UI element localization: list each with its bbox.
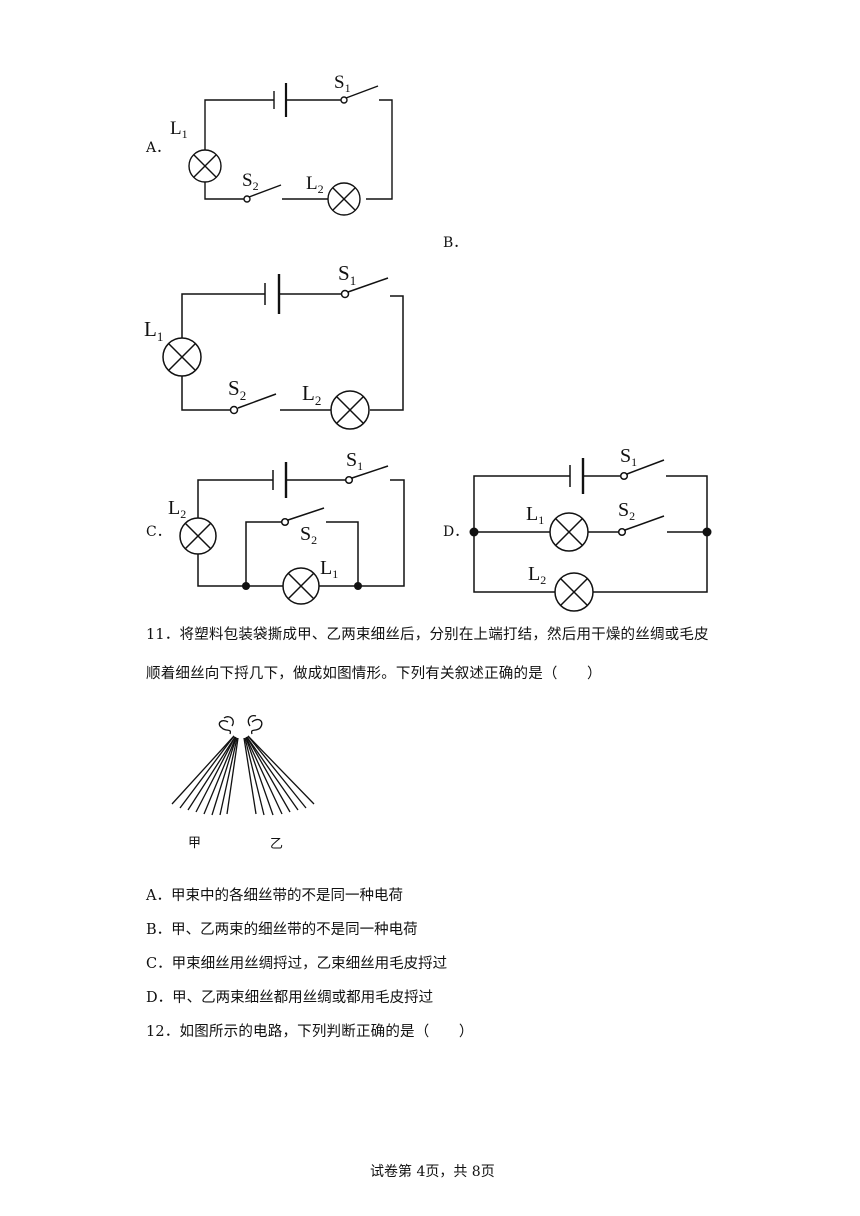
label-s1: S1 [334, 72, 351, 95]
label-s1: S1 [620, 445, 637, 469]
q11-choice-c: C．甲束细丝用丝绸捋过，乙束细丝用毛皮捋过 [146, 956, 448, 972]
label-l2: L2 [528, 563, 546, 587]
label-l1: L1 [170, 118, 188, 141]
q11-choice-b: B．甲、乙两束的细丝带的不是同一种电荷 [146, 922, 418, 938]
circuit-diagram-c: S1 L2 S2 L1 [168, 449, 405, 605]
label-l2: L2 [306, 173, 324, 196]
thread-bundles-figure: 甲 乙 [171, 714, 315, 852]
label-jia: 甲 [188, 836, 201, 851]
q11-choice-d: D．甲、乙两束细丝都用丝绸或都用毛皮捋过 [146, 990, 434, 1006]
label-s2: S2 [300, 523, 317, 547]
label-l2: L2 [302, 381, 321, 408]
option-b-label: B． [443, 235, 468, 251]
label-s2: S2 [242, 170, 259, 193]
label-s1: S1 [346, 449, 363, 473]
question-11-line-2: 顺着细丝向下捋几下，做成如图情形。下列有关叙述正确的是（ ） [146, 666, 602, 682]
option-c-label: C． [146, 524, 171, 540]
question-12-line-1: 12．如图所示的电路，下列判断正确的是（ ） [146, 1024, 474, 1040]
label-s1: S1 [338, 261, 356, 288]
q11-choice-a: A．甲束中的各细丝带的不是同一种电荷 [146, 888, 403, 904]
page-footer: 试卷第 4页，共 8页 [370, 1164, 495, 1180]
circuit-diagram-b: S1 L1 S2 L2 [144, 261, 404, 430]
label-l1: L1 [144, 317, 163, 344]
label-yi: 乙 [270, 837, 283, 852]
label-l1: L1 [320, 557, 338, 581]
label-l2: L2 [168, 497, 186, 521]
label-s2: S2 [618, 499, 635, 523]
circuit-diagram-d: S1 L1 S2 L2 [469, 445, 712, 612]
label-s2: S2 [228, 376, 246, 403]
option-d-label: D． [443, 524, 469, 540]
circuit-diagram-a: S1 L1 S2 L2 [170, 72, 393, 216]
question-11-line-1: 11．将塑料包装袋撕成甲、乙两束细丝后，分别在上端打结，然后用干燥的丝绸或毛皮 [146, 627, 709, 643]
option-a-label: A． [146, 140, 171, 156]
label-l1: L1 [526, 503, 544, 527]
